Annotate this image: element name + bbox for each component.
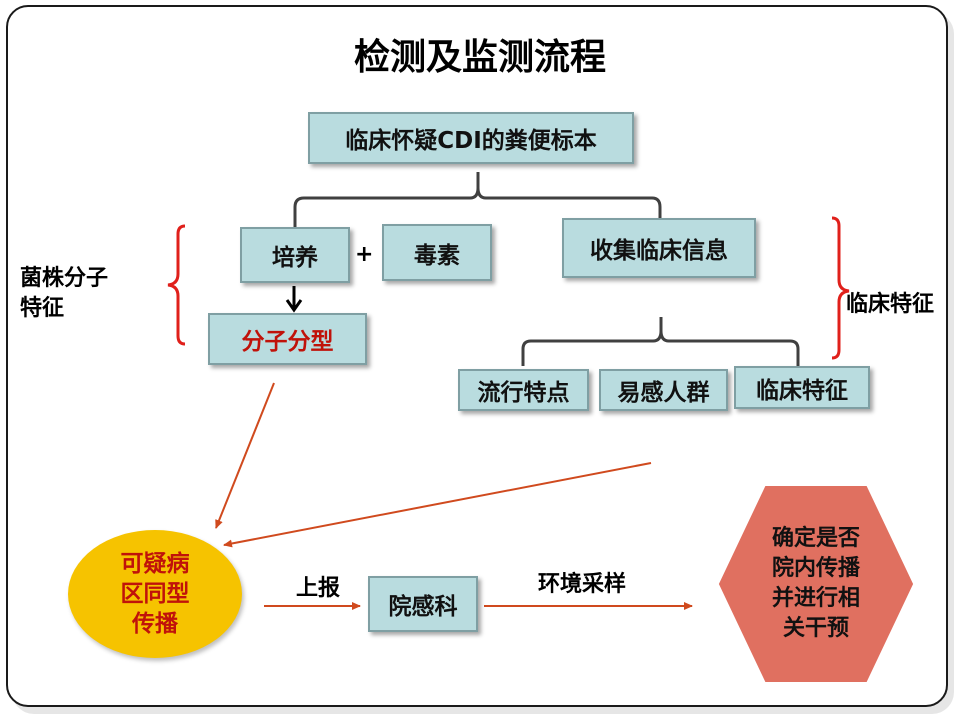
bracket-clinical	[831, 216, 850, 360]
plus-sign: +	[355, 242, 374, 267]
susceptible-box: 易感人群	[599, 369, 728, 411]
decision-hexagon-shape	[718, 486, 914, 682]
arrow-typing-to-ellipse	[215, 382, 275, 529]
page-title: 检测及监测流程	[353, 37, 606, 78]
brace-top	[293, 172, 662, 228]
infection-dept-box: 院感科	[368, 576, 478, 632]
bracket-strain	[167, 224, 186, 346]
brace-clinical	[521, 317, 800, 366]
strain-features-label: 菌株分子 特征	[20, 266, 109, 321]
epidemiology-box: 流行特点	[458, 369, 589, 411]
culture-box: 培养	[240, 227, 350, 283]
clinical-features-box: 临床特征	[734, 366, 870, 409]
env-sampling-label: 环境采样	[538, 572, 627, 597]
clinical-features-label: 临床特征	[846, 292, 935, 317]
same-type-transmission-ellipse: 可疑病 区同型 传播	[68, 530, 242, 658]
decision-hexagon: 确定是否 院内传播 并进行相 关干预	[718, 485, 914, 683]
toxin-box: 毒素	[382, 224, 492, 281]
decision-label: 确定是否 院内传播 并进行相 关干预	[771, 526, 860, 641]
report-label: 上报	[296, 576, 341, 601]
same-type-transmission-label: 可疑病 区同型 传播	[120, 551, 190, 637]
molecular-typing-box: 分子分型	[208, 313, 367, 365]
arrow-clinical-to-ellipse	[223, 462, 652, 548]
specimen-box: 临床怀疑CDI的粪便标本	[308, 112, 634, 164]
molecular-typing-label: 分子分型	[241, 329, 334, 355]
collect-clinical-box: 收集临床信息	[562, 218, 756, 278]
